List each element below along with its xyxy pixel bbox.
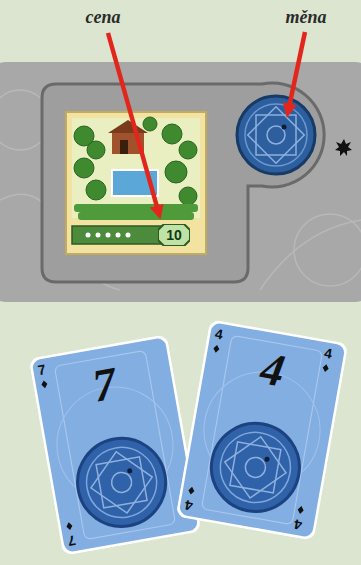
card-value: 4 (257, 345, 288, 394)
card-face (71, 431, 173, 533)
card-face (244, 456, 267, 479)
card-face (188, 486, 195, 495)
card-face (322, 364, 329, 373)
card-face (66, 522, 73, 531)
building-tile (87, 141, 105, 159)
building-tile (143, 117, 157, 131)
building-tile (74, 158, 94, 178)
card-face (110, 471, 133, 494)
badge-shape (158, 224, 190, 246)
building-tile (120, 140, 128, 154)
card-value: 7 (89, 360, 120, 409)
currency-coin (245, 104, 307, 166)
building-tile (86, 233, 131, 238)
building-tile (162, 124, 182, 144)
building-tile (72, 226, 172, 244)
building-tile (74, 204, 198, 212)
card-face (204, 416, 306, 518)
card-face (96, 457, 147, 508)
star-mark (335, 139, 352, 156)
board-ground (260, 220, 361, 290)
price-number: 10 (166, 227, 182, 243)
building-tile (126, 233, 131, 238)
card-face (264, 456, 270, 462)
building-tile (86, 233, 91, 238)
star-mark (335, 139, 352, 156)
card-face (177, 321, 347, 540)
leader-arrow (108, 33, 159, 214)
card-face (91, 452, 152, 513)
currency-coin (248, 107, 305, 164)
building-tile (74, 204, 198, 220)
price-badge: 10 (158, 224, 190, 246)
building-tile (165, 161, 187, 183)
board-ground (0, 62, 361, 302)
card-face (201, 335, 322, 524)
board-ground (0, 62, 361, 302)
building-tile (86, 180, 106, 200)
currency-coin (237, 96, 315, 174)
building-tile (179, 141, 197, 159)
building-tile (106, 233, 111, 238)
card-face (225, 437, 286, 498)
board-space (42, 83, 324, 282)
money-card: 44444 (176, 319, 349, 540)
card-face (41, 380, 48, 389)
card-face (81, 442, 162, 523)
leader-arrow (288, 32, 305, 112)
card-face (176, 319, 349, 540)
card-face (127, 468, 133, 474)
card-face (54, 350, 175, 539)
building-tile (116, 233, 121, 238)
callout-label: cena (86, 7, 121, 28)
card-face (215, 427, 296, 508)
card-face (30, 336, 200, 555)
money-card: 777 (29, 334, 202, 555)
building-tile (108, 120, 148, 133)
card-face (297, 505, 304, 514)
currency-coin (237, 96, 315, 174)
callout-label: měna (285, 7, 326, 28)
card-face (213, 344, 220, 353)
building-tile (96, 233, 101, 238)
card-face (29, 334, 202, 555)
card-face (230, 442, 281, 493)
leader-arrow (108, 32, 305, 214)
building-tile (179, 187, 197, 205)
board-ground (294, 214, 361, 286)
board-space (42, 83, 324, 282)
building-tile (78, 212, 194, 220)
currency-coin (282, 125, 287, 130)
